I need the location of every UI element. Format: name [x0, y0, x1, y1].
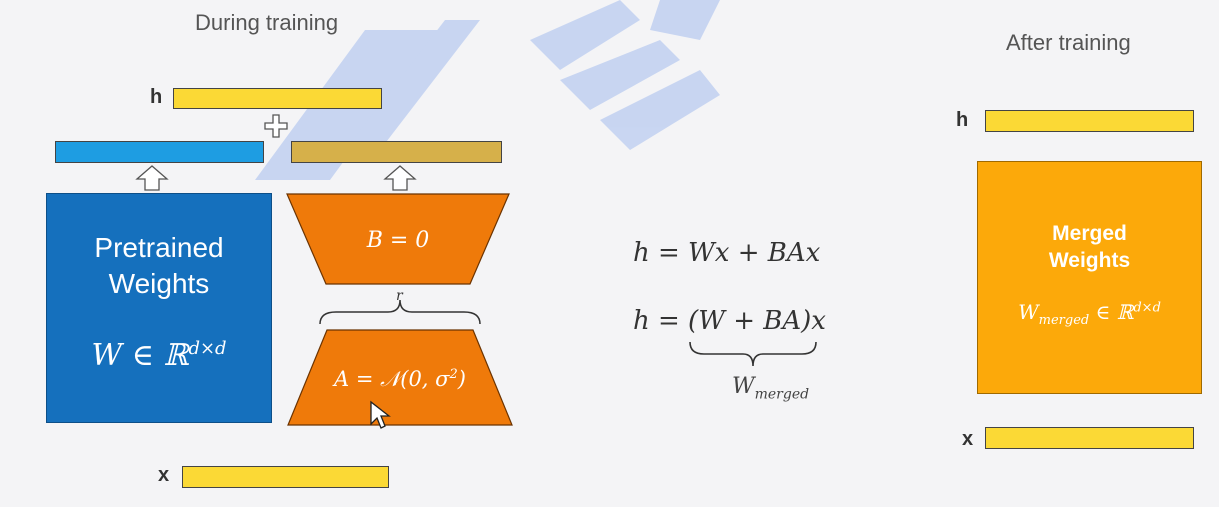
matrix-b-shape — [286, 193, 510, 285]
matrix-b-label: B = 0 — [366, 228, 430, 253]
pretrained-weights-box: Pretrained Weights W ∈ ℝd×d — [46, 193, 272, 423]
x-input-bar-after — [985, 427, 1194, 449]
h-label: h — [150, 86, 163, 108]
pretrained-output-bar — [55, 141, 264, 163]
matrix-a-label: A = 𝒩(0, σ2) — [334, 367, 466, 391]
matrix-a-shape — [287, 329, 513, 426]
lora-output-bar — [291, 141, 502, 163]
pretrained-weights-label: Pretrained Weights — [94, 232, 224, 299]
h-output-bar-after — [985, 110, 1194, 132]
x-input-bar — [182, 466, 389, 488]
up-arrow-icon — [383, 165, 417, 191]
x-label: x — [158, 464, 170, 486]
h-label: h — [956, 109, 969, 131]
rank-label: r — [396, 288, 403, 304]
during-training-title: During training — [195, 10, 339, 35]
h-output-bar — [173, 88, 382, 109]
up-arrow-icon — [135, 165, 169, 191]
equation-merged: h = (W + BA)x — [633, 306, 826, 336]
equation-forward: h = Wx + BAx — [633, 238, 821, 268]
w-merged-label: Wmerged — [732, 374, 810, 403]
merged-weights-label: Merged Weights — [1048, 222, 1131, 272]
plus-icon — [264, 114, 288, 138]
merged-weights-box: Merged Weights Wmerged ∈ ℝd×d — [977, 161, 1202, 394]
after-training-title: After training — [1006, 30, 1131, 55]
rank-brace — [319, 299, 481, 325]
merged-weights-formula: Wmerged ∈ ℝd×d — [1018, 300, 1161, 328]
cursor-icon — [370, 400, 391, 429]
pretrained-weights-formula: W ∈ ℝd×d — [91, 338, 227, 373]
x-label: x — [962, 428, 974, 450]
merged-brace — [689, 341, 817, 367]
